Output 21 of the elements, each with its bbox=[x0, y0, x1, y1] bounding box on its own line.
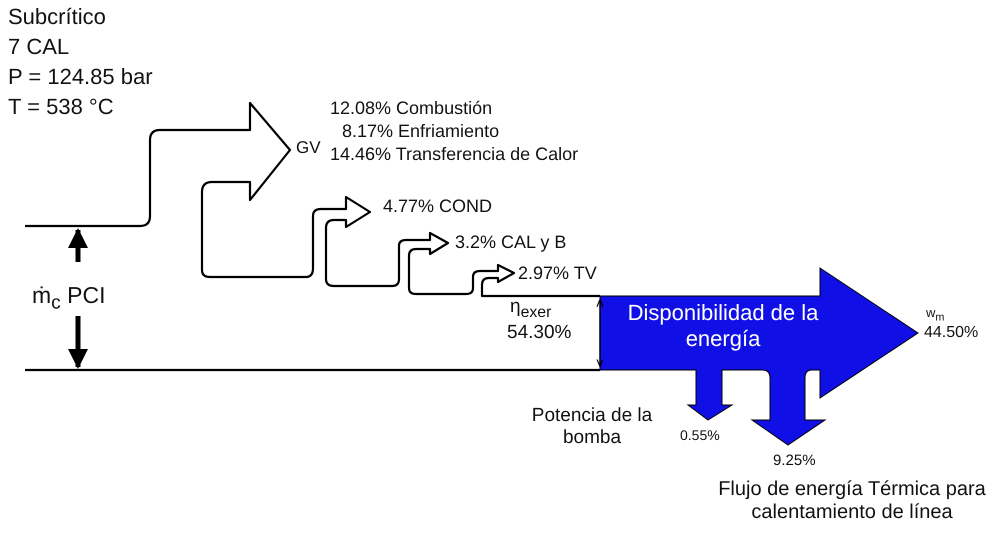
condition-text: P = 124.85 bar bbox=[8, 64, 153, 90]
loss-value: 8.17% Enfriamiento bbox=[342, 121, 500, 142]
condition-text: T = 538 °C bbox=[8, 94, 114, 120]
work-value: 44.50% bbox=[924, 324, 978, 342]
work-symbol: w$_{m}$ bbox=[926, 306, 944, 324]
loss-value: 3.2% CAL y B bbox=[455, 232, 566, 253]
loss-value: 0.55% bbox=[680, 427, 720, 444]
energy-input-label: ṁ$_{c}$ PCI bbox=[32, 282, 106, 315]
efficiency-value: 54.30% bbox=[507, 322, 572, 344]
pump-power-label: Potencia de la bomba bbox=[530, 405, 654, 449]
condition-text: 7 CAL bbox=[8, 34, 70, 60]
flow-label: Disponibilidad de la energía bbox=[626, 300, 820, 353]
heat-flow-label: Flujo de energía Térmica para calentamiento de línea bbox=[717, 478, 987, 524]
condition-text: Subcrítico bbox=[8, 4, 106, 30]
loss-value: 4.77% COND bbox=[383, 196, 492, 217]
loss-value: 12.08% Combustión bbox=[330, 98, 492, 119]
loss-value: 14.46% Transferencia de Calor bbox=[330, 144, 578, 165]
efficiency-symbol: η$_{exer}$ bbox=[510, 296, 552, 322]
loss-value: 2.97% TV bbox=[518, 263, 597, 284]
loss-value: 9.25% bbox=[773, 452, 816, 470]
component-label: GV bbox=[296, 138, 321, 158]
